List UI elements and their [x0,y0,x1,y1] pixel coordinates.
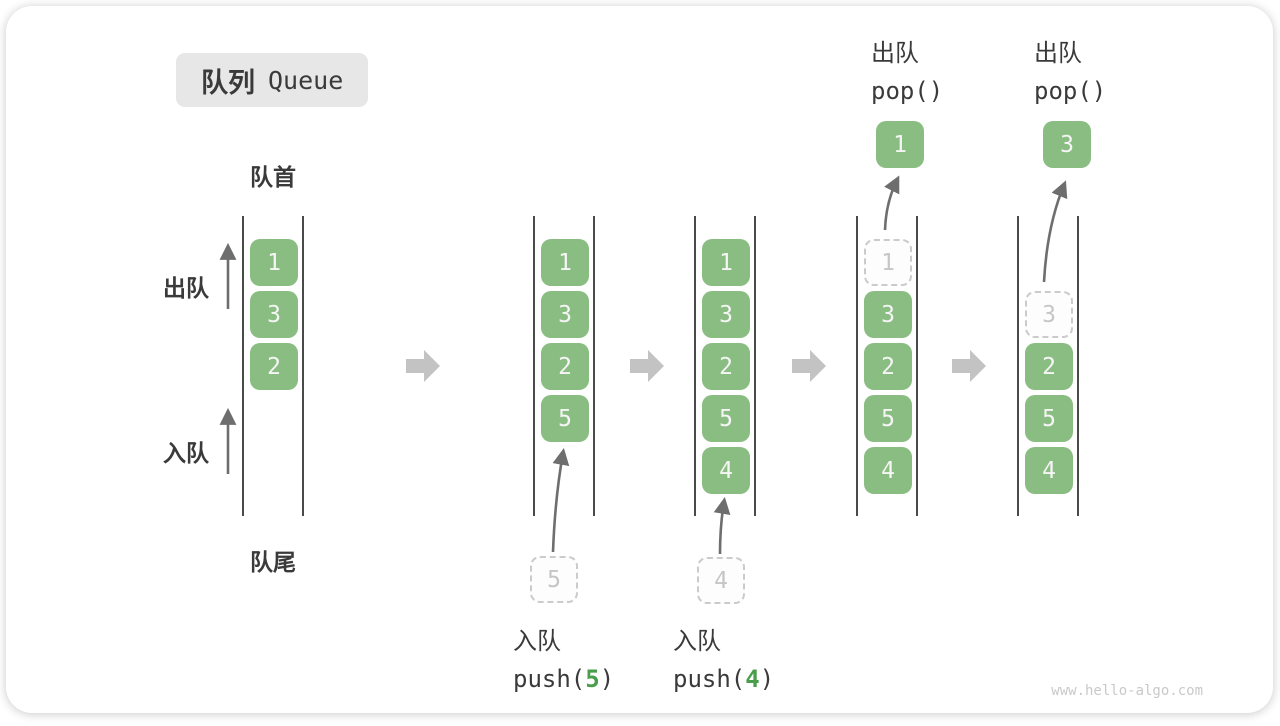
queue-item: 3 [541,291,589,338]
popped-item: 1 [876,121,924,168]
queue-item: 4 [1025,447,1073,494]
pop-label: 出队 pop() [871,38,943,106]
queue-channel [856,216,918,516]
queue-item: 1 [702,239,750,286]
queue-item-dashed: 1 [864,239,912,286]
queue-item: 4 [702,447,750,494]
queue-item: 3 [864,291,912,338]
queue-item: 2 [702,343,750,390]
queue-item: 5 [864,395,912,442]
step-arrow-icon [792,350,826,382]
label-enqueue-side: 入队 [163,441,209,467]
title-zh: 队列 [201,67,255,99]
title-en: Queue [268,65,344,95]
queue-item: 5 [1025,395,1073,442]
queue-item: 5 [702,395,750,442]
push-code-text: push(5) [513,665,615,693]
pop-label: 出队 pop() [1034,38,1106,106]
queue-item-dashed: 3 [1025,291,1073,338]
queue-item: 4 [864,447,912,494]
queue-channel [242,216,304,516]
queue-item: 2 [541,343,589,390]
queue-item: 2 [1025,343,1073,390]
queue-item: 1 [541,239,589,286]
queue-item: 2 [864,343,912,390]
push-arg: 5 [585,665,600,693]
watermark: www.hello-algo.com [1051,683,1203,699]
diagram-card: 队列 Queue 队首 队尾 出队 入队 1 3 2 1 3 2 5 1 3 2… [6,6,1273,713]
queue-item: 3 [702,291,750,338]
label-queue-rear: 队尾 [250,550,296,576]
popped-item: 3 [1043,121,1091,168]
push-label: 入队 push(5) [513,626,614,694]
incoming-item: 5 [530,556,578,603]
step-arrow-icon [952,350,986,382]
queue-item: 2 [250,343,298,390]
queue-item: 1 [250,239,298,286]
pop-code-text: pop() [871,77,944,105]
pop-code-text: pop() [1034,77,1107,105]
pop-action-text: 出队 [1034,39,1082,67]
queue-item: 3 [250,291,298,338]
step-arrow-icon [406,350,440,382]
queue-channel [533,216,595,516]
pop-action-text: 出队 [871,39,919,67]
push-arg: 4 [745,665,760,693]
label-queue-front: 队首 [250,165,296,191]
queue-channel [694,216,756,516]
push-label: 入队 push(4) [673,626,774,694]
push-code-text: push(4) [673,665,775,693]
push-action-text: 入队 [513,627,561,655]
queue-channel [1017,216,1079,516]
queue-item: 5 [541,395,589,442]
push-action-text: 入队 [673,627,721,655]
label-dequeue-side: 出队 [163,276,209,302]
step-arrow-icon [630,350,664,382]
incoming-item: 4 [697,557,745,604]
title-badge: 队列 Queue [176,53,369,107]
